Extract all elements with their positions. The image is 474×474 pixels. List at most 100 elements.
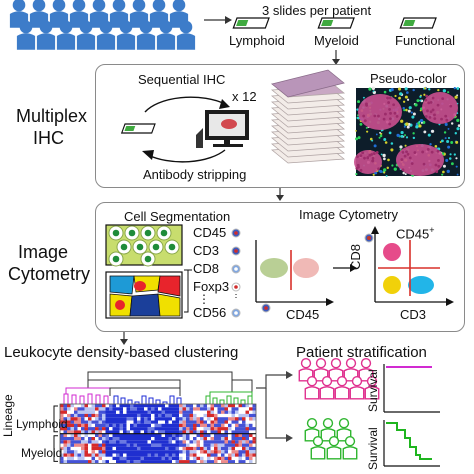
heatmap-cell (175, 430, 179, 434)
heatmap-cell (151, 413, 155, 418)
pseudo-nucleus (401, 150, 405, 154)
heatmap-cell (158, 450, 162, 454)
heatmap-cell (182, 423, 186, 428)
heatmap-cell (154, 430, 158, 434)
pseudo-cell (400, 119, 404, 123)
heatmap-cell (147, 456, 151, 461)
pseudo-nucleus (359, 168, 363, 172)
pseudo-cell (406, 91, 409, 94)
pseudo-cell (442, 89, 447, 93)
heatmap-cell (123, 430, 127, 434)
heatmap-cell (109, 427, 113, 431)
heatmap-cell (70, 417, 74, 421)
heatmap-cell (70, 456, 74, 461)
antibody-stripping-label: Antibody stripping (143, 167, 247, 182)
heatmap-cell (193, 460, 197, 464)
patient-icon (156, 20, 176, 50)
dendrogram-branch (71, 394, 77, 404)
heatmap-cell (63, 407, 67, 411)
heatmap-cell (193, 430, 197, 434)
heatmap-cell (95, 456, 99, 461)
cell-nucleus (144, 229, 152, 237)
heatmap-cell (109, 450, 113, 454)
heatmap-cell (147, 420, 151, 424)
pseudo-nucleus (429, 110, 433, 114)
heatmap-cell (133, 410, 137, 414)
pseudo-nucleus (388, 108, 391, 111)
pseudo-nucleus (436, 149, 440, 153)
heatmap-cell (175, 417, 179, 421)
heatmap-cell (189, 427, 193, 431)
heatmap-cell (147, 423, 151, 428)
heatmap-cell (91, 404, 95, 408)
heatmap-cell (249, 430, 253, 434)
heatmap-cell (95, 433, 99, 437)
heatmap-cell (189, 450, 193, 454)
heatmap-cell (91, 440, 95, 444)
heatmap-cell (154, 410, 158, 414)
heatmap-cell (158, 427, 162, 431)
heatmap-cell (144, 456, 148, 461)
heatmap-cell (119, 407, 123, 411)
heatmap-cell (235, 413, 239, 418)
heatmap-cell (217, 456, 221, 461)
heatmap-cell (70, 407, 74, 411)
heatmap-cell (154, 420, 158, 424)
heatmap-cell (221, 413, 225, 418)
pseudo-cell (400, 134, 404, 138)
heatmap-cell (228, 460, 232, 464)
heatmap-cell (98, 437, 102, 441)
heatmap-cell (140, 407, 144, 411)
heatmap-cell (161, 420, 165, 424)
heatmap-cell (60, 420, 64, 424)
heatmap-cell (235, 423, 239, 428)
heatmap-cell (88, 423, 92, 428)
heatmap-cell (161, 433, 165, 437)
heatmap-cell (252, 427, 256, 431)
patient-icon (116, 20, 136, 50)
heatmap-cell (235, 456, 239, 461)
pseudo-cell (423, 130, 427, 134)
heatmap-cell (252, 450, 256, 454)
heatmap-cell (77, 446, 81, 451)
pseudo-nucleus (375, 151, 379, 154)
heatmap-cell (84, 413, 88, 418)
heatmap-cell (140, 460, 144, 464)
heatmap-cell (74, 423, 78, 428)
heatmap-cell (165, 460, 169, 464)
pseudo-cell (456, 173, 459, 176)
heatmap-cell (88, 443, 92, 447)
heatmap-cell (168, 420, 172, 424)
heatmap-cell (165, 450, 169, 454)
patient-icon (16, 20, 36, 50)
heatmap-cell (231, 404, 235, 408)
heatmap-cell (249, 450, 253, 454)
heatmap-cell (179, 437, 183, 441)
heatmap-cell (196, 420, 200, 424)
heatmap-cell (144, 413, 148, 418)
heatmap-cell (91, 407, 95, 411)
dendrogram-branch (155, 399, 161, 404)
heatmap-cell (235, 460, 239, 464)
heatmap-cell (81, 410, 85, 414)
pseudo-nucleus (433, 117, 437, 121)
pseudo-cell (359, 122, 363, 126)
heatmap-cell (238, 430, 242, 434)
heatmap-cell (84, 427, 88, 431)
heatmap-cell (189, 446, 193, 451)
heatmap-cell (126, 410, 130, 414)
pseudo-nucleus (413, 151, 417, 154)
heatmap-cell (189, 437, 193, 441)
row-label-lymphoid: Lymphoid (16, 417, 68, 431)
heatmap-cell (137, 430, 141, 434)
pseudo-cell (383, 157, 386, 161)
heatmap-cell (228, 407, 232, 411)
heatmap-cell (214, 456, 218, 461)
cell-nucleus (128, 229, 136, 237)
pseudo-cell (385, 174, 388, 177)
patient-pink-icon (334, 376, 350, 400)
heatmap-cell (144, 437, 148, 441)
heatmap-cell (77, 433, 81, 437)
heatmap-cell (112, 407, 116, 411)
